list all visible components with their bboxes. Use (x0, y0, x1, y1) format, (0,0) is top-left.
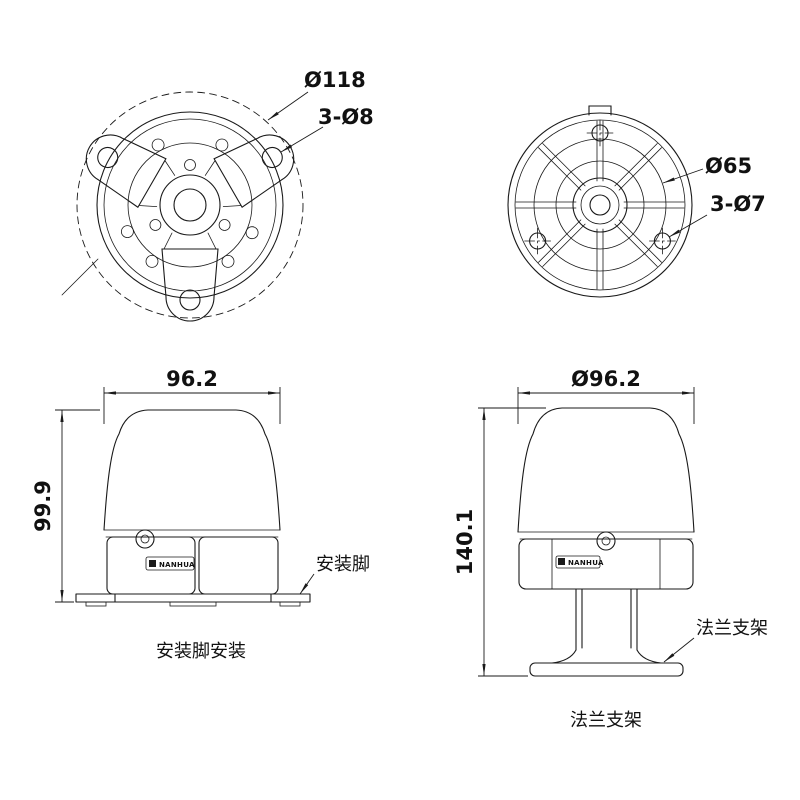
bolt-circle-dashed (76, 91, 304, 319)
body-screw-holes (121, 138, 259, 268)
ear-hole (261, 146, 283, 169)
outer-ring (507, 112, 693, 298)
web-circle-inner (555, 160, 645, 250)
top-view (61, 91, 304, 322)
brand-logo-icon (149, 560, 156, 567)
brand-text: NANHUA (568, 559, 604, 567)
mounting-ear-bottom (161, 232, 219, 322)
bottom-view (507, 105, 693, 298)
flange-part-label: 法兰支架 (696, 618, 768, 639)
body-inner-circle (103, 118, 277, 292)
brand-text: NANHUA (159, 561, 195, 569)
dome (517, 407, 695, 533)
brand-plate (555, 555, 601, 569)
body-rib-circle (127, 142, 253, 268)
dim-height-extensions-flange (478, 407, 546, 677)
set-screw-center (601, 536, 611, 546)
caption-foot-view: 安装脚安装 (156, 641, 246, 662)
ear-arm-lines (204, 160, 242, 207)
leader-ear-holes (280, 126, 324, 153)
dome-rim (103, 529, 281, 538)
leader-inner-circle (662, 168, 704, 184)
rib-spokes (515, 120, 685, 290)
side-view-foot: NANHUA (75, 409, 311, 607)
pedestal-column (575, 588, 638, 651)
foot-plate (75, 593, 311, 603)
flange-leader (663, 637, 695, 663)
ear-plate (85, 134, 167, 209)
ear-hole (179, 289, 201, 311)
body-outer-circle (96, 111, 284, 299)
foot-pad-left (85, 601, 107, 607)
set-screw (596, 531, 616, 551)
flange-flare (551, 649, 662, 664)
dim-label-inner-circle: Ø65 (705, 154, 752, 178)
dim-label-ear-holes: 3-Ø8 (318, 105, 374, 129)
bracket-screws (149, 159, 231, 231)
dim-height-label-foot: 99.9 (31, 480, 55, 532)
base-splits (551, 538, 661, 590)
dim-label-mounting-holes: 3-Ø7 (710, 192, 766, 216)
brand-logo-icon (558, 558, 565, 565)
base-body (518, 538, 694, 590)
side-view-flange: NANHUA (517, 407, 695, 677)
dim-width-label-foot: 96.2 (166, 367, 218, 391)
section-tick (61, 258, 99, 296)
mounting-ear-left (85, 134, 176, 209)
foot-pad-center (169, 601, 217, 607)
hole-centerlines (524, 119, 676, 255)
dim-width-label-flange: Ø96.2 (571, 367, 641, 391)
leader-mounting-holes (668, 214, 708, 238)
base-right (198, 536, 279, 595)
ear-plate (161, 248, 219, 322)
center-hub-ring (580, 185, 620, 225)
dim-height-label-flange: 140.1 (453, 509, 477, 575)
ear-plate (213, 134, 295, 209)
flange-plate (529, 662, 684, 677)
web-circle-outer (533, 138, 667, 272)
dome-rim (517, 531, 695, 540)
brand-plate (145, 556, 195, 571)
top-tab (588, 105, 612, 116)
ear-hole (97, 146, 119, 169)
dome (103, 409, 281, 531)
center-hub-hole (589, 194, 611, 216)
leader-bolt-circle (267, 91, 309, 121)
foot-leader (299, 573, 315, 595)
foot-pad-right (279, 601, 301, 607)
center-hub (572, 177, 628, 233)
caption-flange-view: 法兰支架 (570, 710, 642, 731)
set-screw (135, 529, 155, 549)
ear-arm-lines (138, 160, 176, 207)
ear-arm-lines (163, 232, 217, 250)
center-boss (159, 174, 221, 236)
set-screw-center (140, 534, 150, 544)
foot-part-label: 安装脚 (316, 554, 370, 575)
center-hole (173, 188, 207, 222)
dim-label-bolt-circle: Ø118 (304, 68, 366, 92)
